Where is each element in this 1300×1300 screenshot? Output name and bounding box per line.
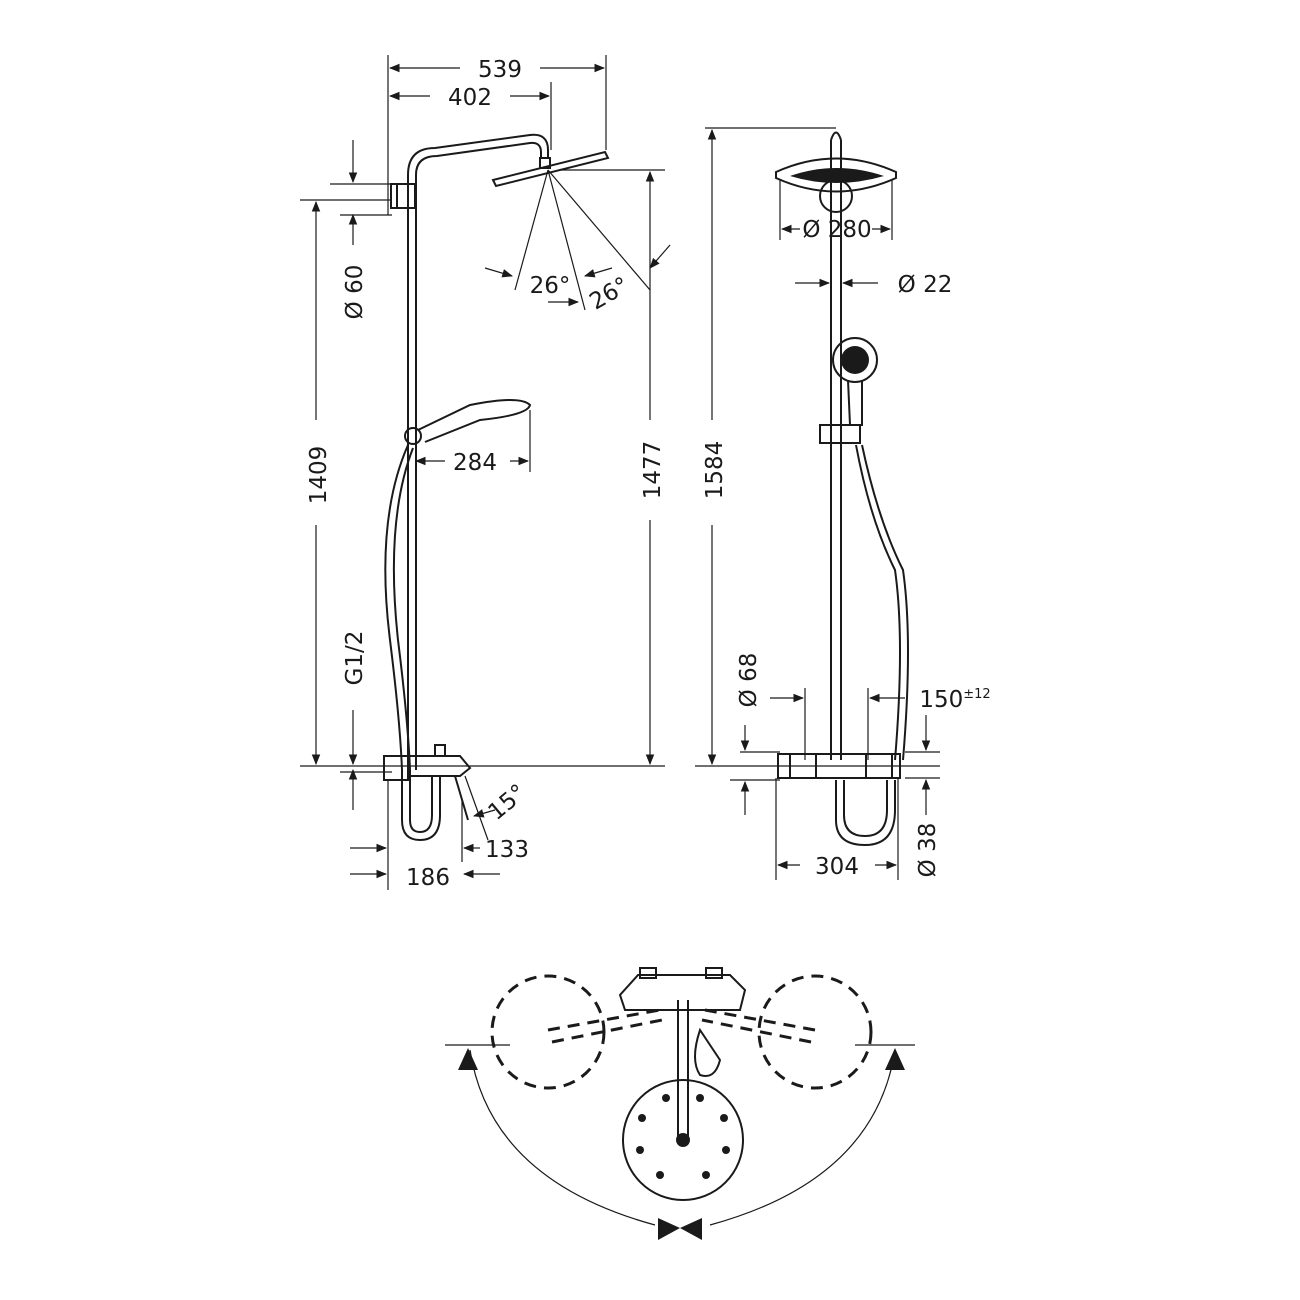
top-view: [445, 967, 915, 1240]
hand-shower: [417, 399, 532, 443]
head-joint: [819, 179, 853, 213]
shower-hose: [384, 444, 441, 842]
arrow-right-up: [885, 1048, 905, 1070]
dim-spout-offset: 133: [485, 837, 529, 863]
dim-rail-diameter: Ø 22: [898, 272, 953, 298]
mixer-body: [407, 755, 472, 777]
mixer-handle: [434, 744, 446, 757]
overhead-head-front: [775, 157, 897, 193]
front-view: 1584 Ø 280 Ø 22 Ø 68 150±12 Ø 38: [695, 127, 991, 880]
mixer-inlet: [383, 755, 409, 781]
hand-shower-front: [832, 337, 878, 383]
mixer-top: [618, 974, 747, 1011]
arrow-left-up: [458, 1048, 478, 1070]
side-view: 26° 26° 539 402 Ø 60 1409: [300, 55, 671, 891]
bath-spout: [454, 775, 469, 821]
head-top: [622, 1079, 744, 1201]
hose-front: [855, 444, 901, 761]
spray-angle-1-label: 26°: [530, 273, 571, 299]
dim-inlet-spacing: 150±12: [919, 687, 990, 713]
dim-mixer-width: 304: [815, 854, 859, 880]
slider-front: [819, 424, 861, 444]
riser-pipe-outer: [407, 133, 549, 770]
hose-top: [694, 1027, 722, 1077]
dim-head-diameter: Ø 280: [802, 217, 871, 243]
slider-holder: [404, 427, 422, 445]
arrow-center-right: [680, 1218, 702, 1240]
dim-escutcheon-diameter: Ø 68: [736, 653, 762, 708]
riser-pipe-inner: [415, 141, 542, 770]
dim-mixer-depth: 186: [406, 865, 450, 891]
dim-height-bracket: 1409: [306, 446, 332, 505]
spray-angle-2-label: 26°: [585, 272, 633, 315]
swivel-left-position: [490, 974, 606, 1090]
swivel-right-position: [757, 974, 873, 1090]
arrow-center-left: [658, 1218, 680, 1240]
wall-bracket: [390, 183, 416, 209]
dim-height-head: 1477: [640, 441, 666, 500]
dim-total-height: 1584: [702, 441, 728, 500]
dim-handshower-reach: 284: [453, 450, 497, 476]
dim-mixer-body-diameter: Ø 38: [915, 823, 941, 878]
dim-spout-angle: 15°: [484, 780, 532, 826]
overhead-shower-head: [491, 150, 610, 188]
dim-arm-total: 539: [478, 57, 522, 83]
dim-arm-head-center: 402: [448, 85, 492, 111]
dim-bracket-diameter: Ø 60: [342, 265, 368, 320]
dim-inlet-thread: G1/2: [342, 631, 368, 686]
